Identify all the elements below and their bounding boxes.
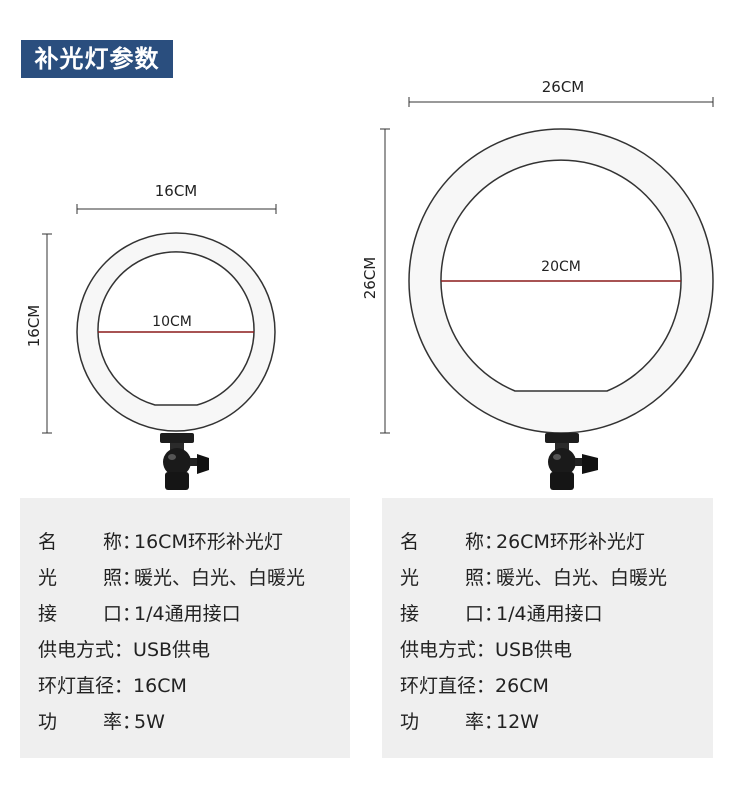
small-height-dimension-line [42, 233, 52, 434]
small-height-label: 16CM [25, 304, 43, 348]
large-ring-light [408, 128, 714, 434]
spec-row-light: 光照：暖光、白光、白暖光 [38, 567, 306, 589]
spec-value: 16CM [133, 675, 187, 697]
spec-value: 1/4通用接口 [134, 603, 241, 625]
spec-row-diameter: 环灯直径：16CM [38, 675, 187, 697]
spec-value: 12W [496, 711, 539, 733]
spec-value: USB供电 [495, 639, 573, 661]
small-width-label: 16CM [154, 182, 198, 200]
spec-value: 1/4通用接口 [496, 603, 603, 625]
spec-row-name: 名称：26CM环形补光灯 [400, 531, 645, 553]
ring-light-illustration [42, 97, 714, 490]
spec-panel-16cm: 名称：16CM环形补光灯 光照：暖光、白光、白暖光 接口：1/4通用接口 供电方… [20, 498, 350, 758]
spec-row-diameter: 环灯直径：26CM [400, 675, 549, 697]
spec-value: 暖光、白光、白暖光 [496, 567, 668, 589]
small-ring-light [76, 232, 276, 432]
spec-value: USB供电 [133, 639, 211, 661]
large-width-dimension-line [408, 97, 714, 107]
spec-value: 26CM环形补光灯 [496, 531, 645, 553]
large-ball-head-mount [545, 433, 598, 490]
spec-row-light: 光照：暖光、白光、白暖光 [400, 567, 668, 589]
spec-panel-26cm: 名称：26CM环形补光灯 光照：暖光、白光、白暖光 接口：1/4通用接口 供电方… [382, 498, 713, 758]
large-height-dimension-line [380, 128, 390, 434]
large-height-label: 26CM [361, 256, 379, 300]
spec-row-interface: 接口：1/4通用接口 [38, 603, 241, 625]
small-ball-head-mount [160, 433, 209, 490]
page-title: 补光灯参数 [21, 40, 173, 78]
small-inner-diameter-label: 10CM [152, 314, 192, 330]
spec-row-power: 功率：5W [38, 711, 165, 733]
spec-value: 暖光、白光、白暖光 [134, 567, 306, 589]
large-width-label: 26CM [541, 78, 585, 96]
spec-value: 5W [134, 711, 165, 733]
spec-row-power-supply: 供电方式：USB供电 [400, 639, 573, 661]
small-width-dimension-line [76, 204, 277, 214]
spec-row-interface: 接口：1/4通用接口 [400, 603, 603, 625]
spec-value: 16CM环形补光灯 [134, 531, 283, 553]
spec-row-power: 功率：12W [400, 711, 539, 733]
spec-value: 26CM [495, 675, 549, 697]
large-inner-diameter-label: 20CM [541, 259, 581, 275]
spec-row-name: 名称：16CM环形补光灯 [38, 531, 283, 553]
spec-row-power-supply: 供电方式：USB供电 [38, 639, 211, 661]
